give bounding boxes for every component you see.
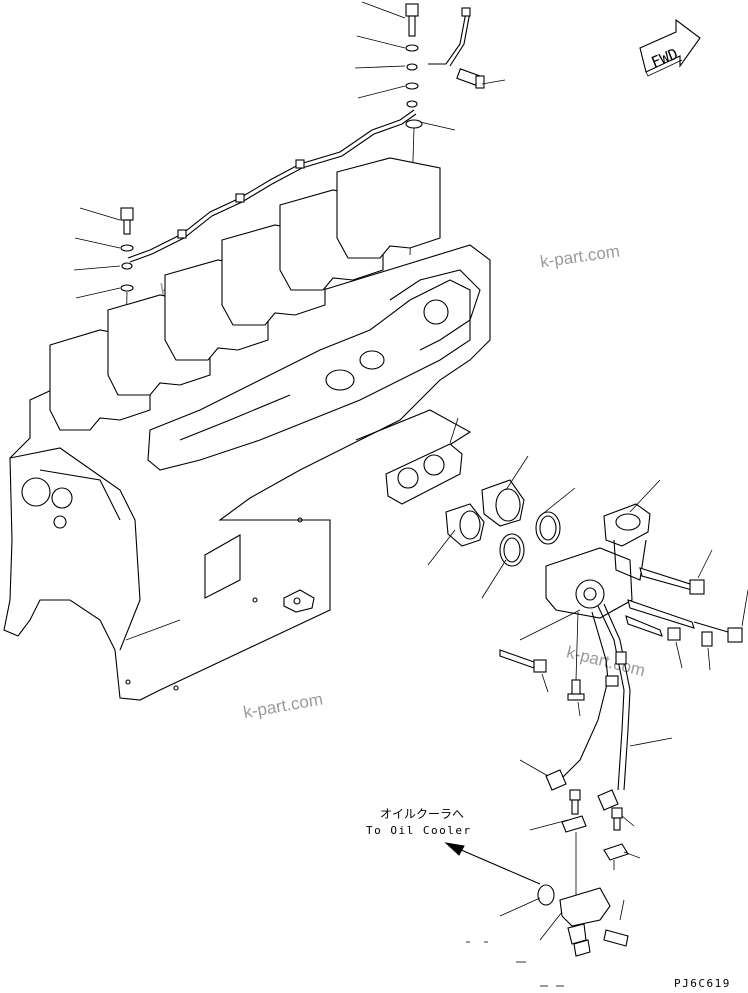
rocker-covers (49, 157, 441, 431)
oil-cooler-note-en: To Oil Cooler (366, 824, 472, 837)
bottom-bracket (466, 789, 641, 987)
oil-hoses (519, 603, 673, 811)
fwd-direction-arrow: FWD (639, 18, 701, 77)
watermark-bottom: k-part.com (242, 689, 324, 722)
thermostat-housing (545, 479, 661, 619)
exhaust-manifold (147, 269, 481, 471)
oil-tube-vertical (428, 7, 485, 89)
watermark-top: k-part.com (539, 241, 621, 271)
oil-cooler-arrow (444, 842, 541, 885)
oil-cooler-note-jp: オイルクーラへ (380, 807, 464, 821)
housing-bolts (625, 549, 748, 671)
thermostat-gasket (355, 409, 472, 505)
lower-bolt-and-sensor (499, 609, 585, 717)
drawing-code: PJ6C619 (674, 977, 731, 989)
top-fastener-stack (405, 3, 423, 256)
oil-pipe-long (127, 109, 417, 263)
thermostats (427, 455, 576, 599)
leader-lines-top (354, 1, 506, 131)
